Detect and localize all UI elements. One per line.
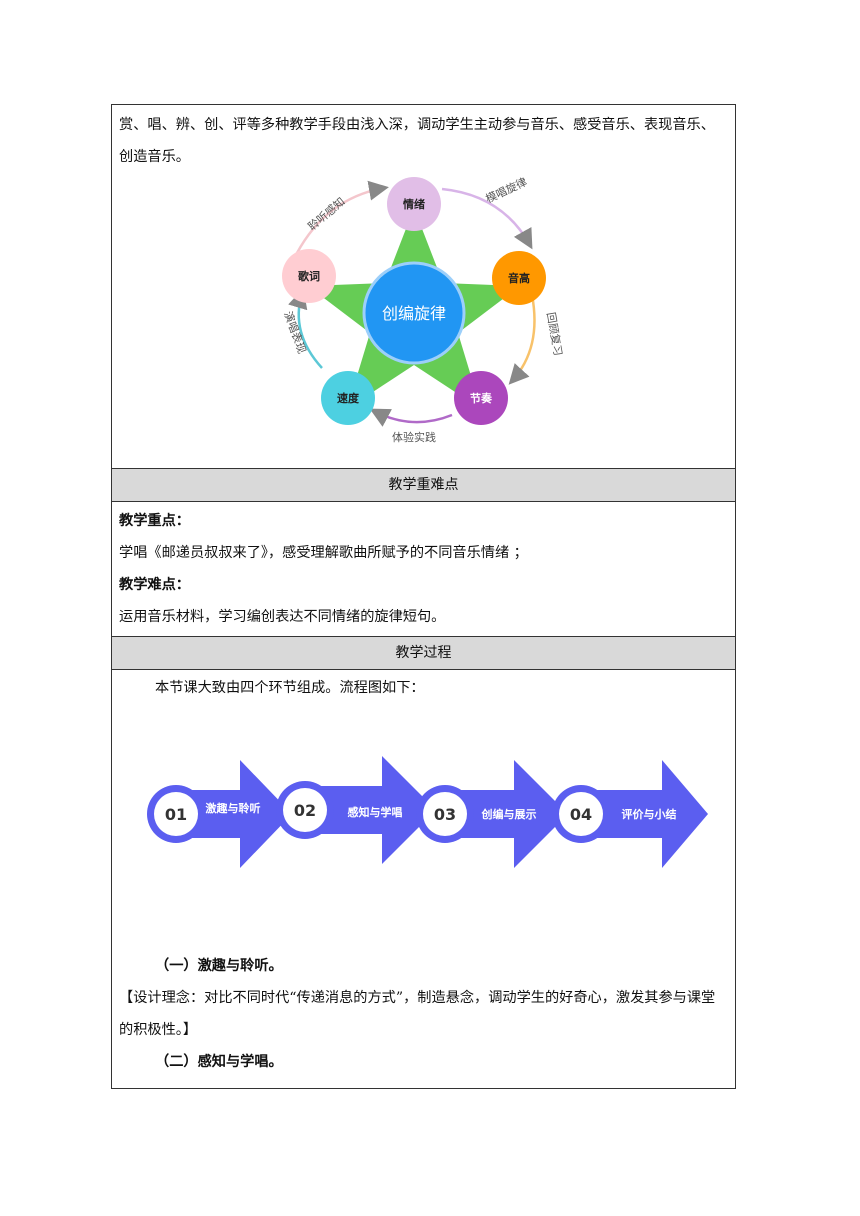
process-content: 本节课大致由四个环节组成。流程图如下： 01 激趣与聆听 02 感知与学唱: [112, 670, 735, 1088]
flow-step-1-label: 激趣与聆听: [206, 801, 261, 815]
node-bottom-right: 节奏: [470, 391, 493, 405]
key-label: 教学重点：: [119, 513, 190, 529]
flow-step-2-num: 02: [294, 801, 316, 820]
flow-step-2-label: 感知与学唱: [348, 805, 403, 819]
intro-text: 赏、唱、辨、创、评等多种教学手段由浅入深，调动学生主动参与音乐、感受音乐、表现音…: [119, 117, 715, 165]
label-left-up: 演唱表现: [281, 309, 309, 355]
hard-label: 教学难点：: [119, 577, 190, 593]
flow-step-4: 04 评价与小结: [552, 760, 708, 868]
center-label: 创编旋律: [382, 304, 446, 323]
flow-step-4-num: 04: [570, 805, 592, 824]
flow-step-3-num: 03: [434, 805, 456, 824]
label-right-down: 回顾复习: [544, 311, 565, 357]
hard-text: 运用音乐材料，学习编创表达不同情绪的旋律短句。: [119, 609, 446, 625]
diagram-row: 赏、唱、辨、创、评等多种教学手段由浅入深，调动学生主动参与音乐、感受音乐、表现音…: [112, 105, 735, 469]
key-text: 学唱《邮递员叔叔来了》，感受理解歌曲所赋予的不同音乐情绪 ；: [119, 545, 528, 561]
flow-step-1: 01 激趣与聆听: [147, 760, 292, 868]
arc-bottom: [369, 408, 453, 427]
node-top: 情绪: [403, 197, 425, 211]
difficulty-content: 教学重点： 学唱《邮递员叔叔来了》，感受理解歌曲所赋予的不同音乐情绪 ； 教学难…: [112, 502, 735, 637]
node-right: 音高: [508, 271, 530, 285]
arc-top-right: [441, 187, 533, 250]
part1-note: 【设计理念：对比不同时代“传递消息的方式”，制造悬念，调动学生的好奇心，激发其参…: [119, 990, 716, 1038]
node-bottom-left: 速度: [337, 391, 360, 405]
part1-title: （一）激趣与聆听。: [155, 958, 283, 974]
node-bottom-left-circle: [321, 371, 375, 425]
process-intro: 本节课大致由四个环节组成。流程图如下：: [155, 680, 425, 696]
arc-left-up: [288, 288, 323, 369]
node-left: 歌词: [298, 269, 320, 283]
label-top-left: 聆听感知: [305, 194, 348, 233]
node-top-circle: [387, 177, 441, 231]
flow-step-3-label: 创编与展示: [481, 807, 537, 821]
lesson-table: 赏、唱、辨、创、评等多种教学手段由浅入深，调动学生主动参与音乐、感受音乐、表现音…: [111, 104, 736, 1089]
node-right-circle: [492, 251, 546, 305]
difficulty-header: 教学重难点: [112, 469, 735, 502]
part2-title: （二）感知与学唱。: [155, 1054, 283, 1070]
label-bottom: 体验实践: [392, 430, 436, 444]
flow-step-4-label: 评价与小结: [622, 807, 677, 821]
flow-step-1-num: 01: [165, 805, 187, 824]
arc-right-down: [508, 294, 536, 385]
node-left-circle: [282, 249, 336, 303]
flow-step-3: 03 创编与展示: [416, 760, 568, 868]
arc-top-left: [295, 180, 389, 254]
label-top-right: 模唱旋律: [483, 174, 529, 205]
node-bottom-right-circle: [454, 371, 508, 425]
center-circle: [362, 261, 466, 365]
flow-step-2: 02 感知与学唱: [276, 756, 436, 864]
process-header: 教学过程: [112, 637, 735, 670]
flow-chart: 01 激趣与聆听 02 感知与学唱 03 创编与展示: [147, 756, 708, 868]
